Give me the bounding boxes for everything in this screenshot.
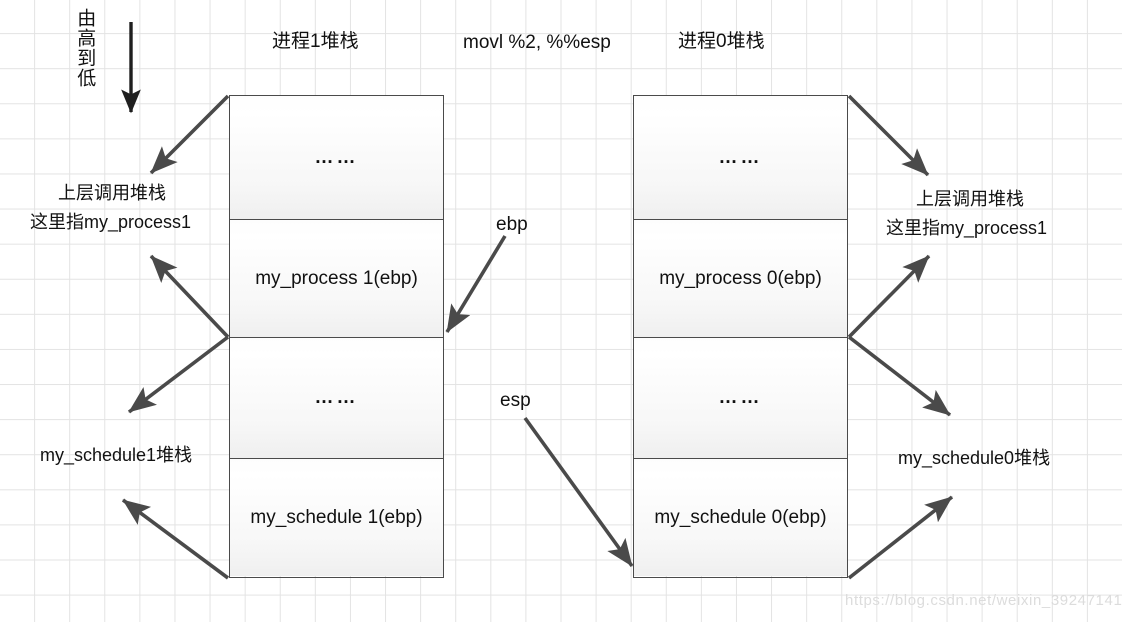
ellipsis-text: …… [718, 387, 763, 408]
frame-label: my_process 0(ebp) [659, 267, 822, 289]
instruction-label: movl %2, %%esp [463, 32, 611, 53]
right-schedule-annotation: my_schedule0堆栈 [898, 448, 1051, 468]
left-caller-annotation-line2: 这里指my_process1 [30, 212, 192, 232]
left-stack-cell-3: my_schedule 1(ebp) [230, 459, 443, 576]
left-caller-arrow [149, 94, 230, 175]
left-stack-box: …… my_process 1(ebp) …… my_schedule 1(eb… [229, 95, 444, 578]
left-caller-annotation-line1: 上层调用堆栈 [58, 183, 166, 203]
watermark-text: https://blog.csdn.net/weixin_39247141 [845, 592, 1122, 609]
left-mid-up-arrow [149, 254, 230, 339]
right-stack-title: 进程0堆栈 [678, 31, 765, 52]
ebp-register-label: ebp [496, 214, 528, 235]
frame-label: my_process 1(ebp) [255, 267, 418, 289]
ebp-pointer-arrow [445, 235, 507, 333]
right-stack-box: …… my_process 0(ebp) …… my_schedule 0(eb… [633, 95, 848, 578]
direction-note-text: 由高到低 [74, 8, 96, 88]
right-mid-down-arrow [847, 335, 952, 417]
right-caller-annotation-line1: 上层调用堆栈 [916, 189, 1024, 209]
left-stack-cell-1: my_process 1(ebp) [230, 220, 443, 338]
left-mid-down-arrow [127, 335, 230, 414]
right-caller-arrow [847, 94, 930, 177]
right-bottom-arrow [847, 495, 954, 580]
right-stack-cell-3: my_schedule 0(ebp) [634, 459, 847, 576]
ellipsis-text: …… [314, 387, 359, 408]
ellipsis-text: …… [718, 146, 763, 168]
frame-label: my_schedule 0(ebp) [654, 506, 827, 528]
ellipsis-text: …… [314, 146, 359, 168]
right-stack-cell-2: …… [634, 338, 847, 459]
left-schedule-annotation: my_schedule1堆栈 [40, 445, 193, 465]
left-bottom-arrow [121, 498, 230, 580]
frame-label: my_schedule 1(ebp) [250, 506, 423, 528]
esp-pointer-arrow [523, 416, 634, 568]
right-stack-cell-1: my_process 0(ebp) [634, 220, 847, 338]
left-stack-title: 进程1堆栈 [272, 31, 359, 52]
right-mid-up-arrow [847, 254, 931, 339]
left-stack-cell-2: …… [230, 338, 443, 459]
esp-register-label: esp [500, 390, 531, 411]
right-caller-annotation-line2: 这里指my_process1 [886, 218, 1048, 238]
right-stack-cell-0: …… [634, 96, 847, 220]
left-stack-cell-0: …… [230, 96, 443, 220]
